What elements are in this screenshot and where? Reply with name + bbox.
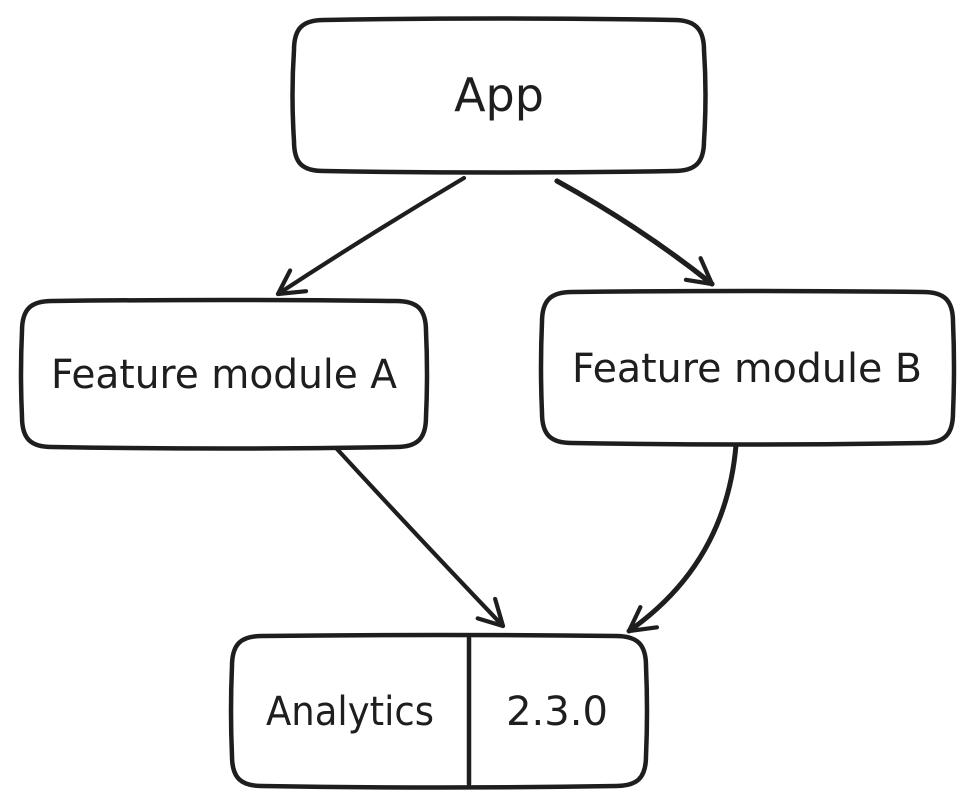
node-analytics-shape[interactable] [228, 632, 650, 790]
node-app[interactable]: App [290, 16, 708, 175]
node-feature-module-a-label: Feature module A [51, 352, 398, 398]
node-app-shape[interactable] [290, 16, 708, 175]
node-feature-module-b-shape[interactable] [538, 288, 957, 447]
edge-app-to-feature-module-a[interactable] [275, 175, 467, 297]
node-feature-module-a[interactable]: Feature module A [18, 297, 430, 451]
node-analytics-version: 2.3.0 [506, 689, 608, 735]
node-analytics[interactable]: Analytics 2.3.0 [228, 632, 650, 790]
edges [275, 175, 739, 634]
edge-app-to-feature-module-b[interactable] [554, 178, 715, 287]
edge-feature-module-a-to-analytics[interactable] [334, 446, 506, 629]
node-app-label: App [454, 68, 544, 122]
node-feature-module-b-label: Feature module B [572, 346, 922, 392]
node-feature-module-a-shape[interactable] [18, 297, 430, 451]
node-feature-module-b[interactable]: Feature module B [538, 288, 957, 447]
edge-feature-module-b-to-analytics[interactable] [626, 442, 739, 634]
node-analytics-label: Analytics [266, 689, 434, 735]
